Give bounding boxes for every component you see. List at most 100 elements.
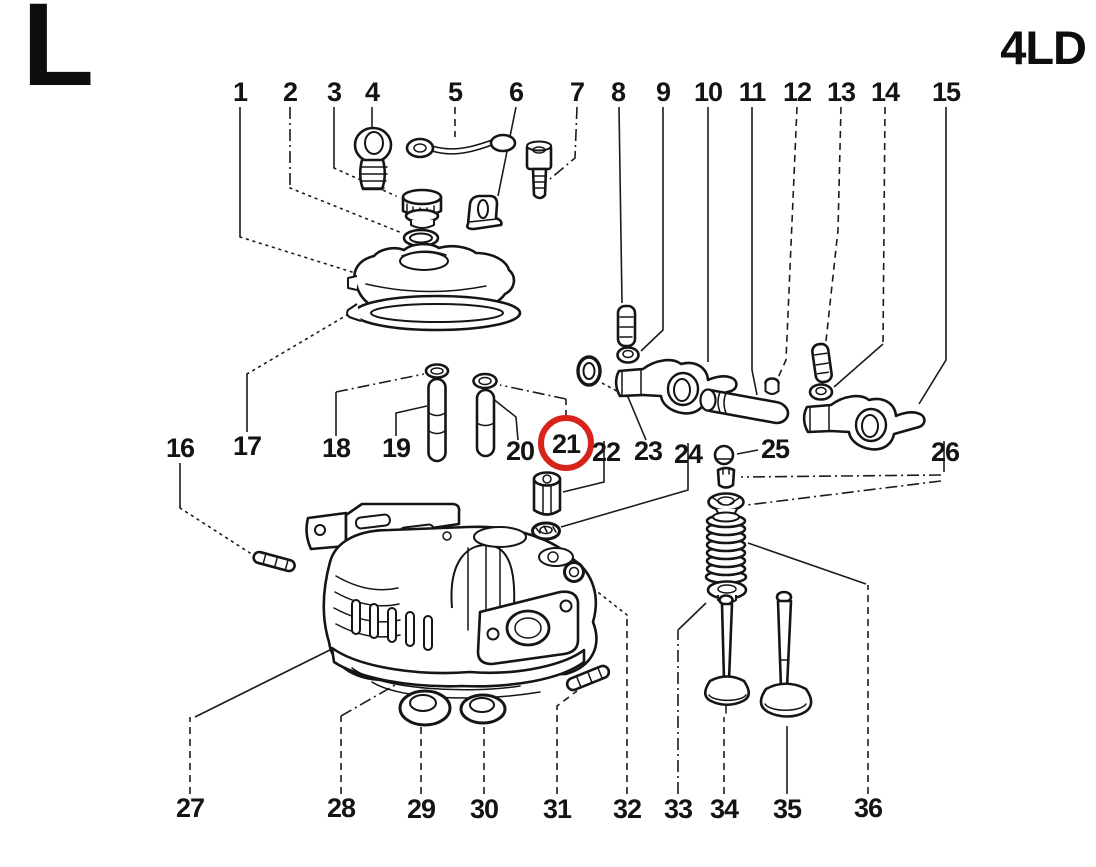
leader-21b <box>499 384 567 400</box>
leader-31 <box>556 690 578 794</box>
cylinder-head-drawing <box>305 502 598 699</box>
callout-16: 16 <box>166 433 195 463</box>
callout-19: 19 <box>382 433 411 463</box>
leader-18b <box>335 373 425 393</box>
nut-a-drawing <box>616 346 640 364</box>
callout-7: 7 <box>570 77 584 107</box>
callout-4: 4 <box>365 77 380 107</box>
callout-6: 6 <box>509 77 524 107</box>
callout-31: 31 <box>543 794 572 824</box>
callout-32: 32 <box>613 794 641 824</box>
callout-15: 15 <box>932 77 961 107</box>
leader-8 <box>618 106 623 304</box>
seal-washer-30-drawing <box>459 693 507 725</box>
ring-32-drawing <box>563 561 585 583</box>
breather-cable-drawing <box>405 133 517 159</box>
adjusting-screw-b-drawing <box>811 342 833 384</box>
leader-25 <box>736 449 759 455</box>
leader-27b <box>194 640 349 718</box>
washer-24-drawing <box>531 521 561 541</box>
bracket-drawing <box>465 194 503 231</box>
leader-23 <box>627 396 647 441</box>
leader-32b <box>584 581 628 616</box>
callout-35: 35 <box>773 794 802 824</box>
callout-22: 22 <box>592 437 620 467</box>
leader-24 <box>560 443 689 528</box>
leader-2b <box>289 187 403 234</box>
leader-1b <box>239 236 353 273</box>
leader-14 <box>882 106 886 345</box>
leader-33b <box>677 602 707 631</box>
callout-26: 26 <box>931 437 960 467</box>
valve-spring-drawing <box>704 511 748 585</box>
shaft-plug-drawing <box>764 377 780 395</box>
callout-33: 33 <box>664 794 693 824</box>
valve-34-drawing <box>703 594 751 714</box>
callout-29: 29 <box>407 794 436 824</box>
callout-11: 11 <box>739 77 767 107</box>
adjusting-screw-a-drawing <box>616 304 637 348</box>
leader-20 <box>491 397 519 441</box>
stud-31-drawing <box>565 664 611 692</box>
leader-36b <box>747 542 867 585</box>
seal-washer-29-drawing <box>398 689 452 727</box>
valve-cover-drawing <box>347 242 516 313</box>
leader-16b <box>179 507 251 554</box>
nut-b-drawing <box>808 383 834 401</box>
callout-numbers: 1 2 3 4 5 6 7 8 9 10 11 12 13 14 15 16 1… <box>166 77 962 824</box>
callout-28: 28 <box>327 793 356 823</box>
callout-36: 36 <box>854 793 883 823</box>
callout-3: 3 <box>327 77 342 107</box>
tappet-22-drawing <box>532 471 562 516</box>
cover-gasket-drawing <box>346 294 522 332</box>
leader-17b <box>246 311 353 375</box>
callout-5: 5 <box>448 77 463 107</box>
leader-26b <box>740 474 942 506</box>
cap-25-drawing <box>713 444 735 466</box>
highlight-circle-21 <box>538 415 594 471</box>
leader-14b <box>833 343 884 388</box>
callout-30: 30 <box>470 794 498 824</box>
callout-27: 27 <box>176 793 204 823</box>
valve-35-drawing <box>759 590 813 718</box>
rocker-arm-b-drawing <box>802 394 926 451</box>
pushrod-b-drawing <box>472 372 498 458</box>
leader-lines <box>179 106 947 794</box>
callout-18: 18 <box>322 433 351 463</box>
callout-12: 12 <box>783 77 811 107</box>
eyelet-bolt-drawing <box>353 126 393 191</box>
engine-model-label: 4LD <box>1000 21 1087 74</box>
callout-9: 9 <box>656 77 671 107</box>
callout-20: 20 <box>506 436 534 466</box>
leader-23b <box>599 381 629 398</box>
callout-21: 21 <box>552 429 581 459</box>
leader-11 <box>751 107 758 396</box>
leader-22 <box>562 441 605 493</box>
oring-23-drawing <box>576 355 602 387</box>
callout-14: 14 <box>871 77 900 107</box>
stud-16-drawing <box>252 550 296 573</box>
leader-7 <box>549 106 578 180</box>
callout-1: 1 <box>233 77 248 107</box>
socket-screw-drawing <box>525 140 553 200</box>
callout-8: 8 <box>611 77 626 107</box>
leader-9 <box>640 107 664 352</box>
pushrod-a-drawing <box>424 363 450 463</box>
callout-25: 25 <box>761 434 790 464</box>
callout-10: 10 <box>694 77 722 107</box>
leader-15 <box>918 107 947 405</box>
rocker-arm-a-drawing <box>614 358 738 415</box>
valve-keeper-drawing <box>716 466 736 489</box>
leader-28b <box>340 676 410 717</box>
callout-17: 17 <box>233 431 261 461</box>
leader-19 <box>395 405 428 436</box>
filler-cap-drawing <box>401 188 443 229</box>
rocker-shaft-drawing <box>699 388 790 425</box>
callout-2: 2 <box>283 77 297 107</box>
callout-13: 13 <box>827 77 856 107</box>
callout-24: 24 <box>674 439 703 469</box>
leader-13 <box>825 106 842 342</box>
brand-logo: L <box>22 0 95 111</box>
